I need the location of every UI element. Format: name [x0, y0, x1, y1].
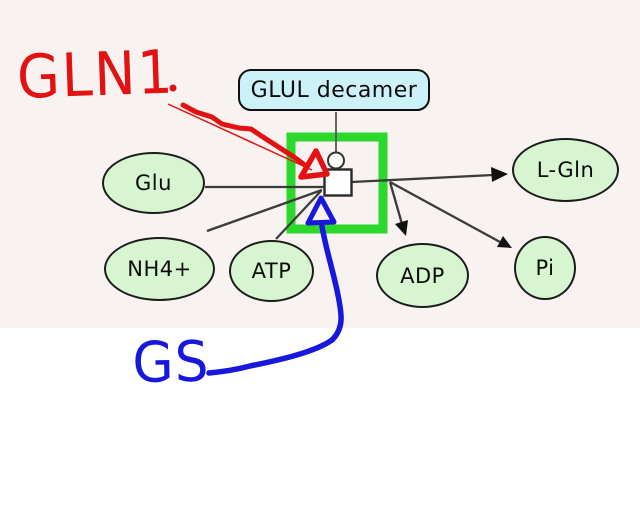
- node-nh4-label: NH4+: [127, 257, 192, 281]
- edge-reaction-to-lgln: [351, 173, 494, 184]
- blue-annotation-gs: GS: [131, 329, 210, 396]
- node-pi-label: Pi: [535, 256, 555, 280]
- arrowhead-lgln: [491, 167, 508, 182]
- node-lgln-label: L-Gln: [536, 158, 595, 182]
- node-atp-label: ATP: [251, 259, 292, 283]
- red-annotation-gln1: GLN1: [15, 37, 176, 113]
- edge-reaction-to-pi: [389, 180, 501, 244]
- red-arrowhead: [298, 148, 330, 180]
- edge-nh4-to-reaction: [206, 188, 323, 233]
- blue-arrow-stroke: [206, 223, 344, 376]
- node-glu-label: Glu: [135, 171, 172, 195]
- node-nh4[interactable]: NH4+: [104, 237, 215, 301]
- arrowhead-pi: [497, 236, 512, 248]
- node-glu[interactable]: Glu: [102, 152, 205, 214]
- node-pi[interactable]: Pi: [514, 236, 576, 300]
- red-arrow-thin-stroke: [167, 103, 313, 171]
- edge-reaction-to-adp: [388, 181, 404, 225]
- catalysis-circle: [327, 151, 345, 170]
- arrowhead-adp: [395, 220, 408, 236]
- green-highlight-box: [286, 132, 388, 234]
- node-adp[interactable]: ADP: [376, 243, 469, 308]
- red-dot: [169, 84, 177, 92]
- blue-arrowhead: [305, 195, 337, 226]
- node-lgln[interactable]: L-Gln: [512, 138, 619, 202]
- node-adp-label: ADP: [400, 263, 445, 288]
- node-glul-decamer[interactable]: GLUL decamer: [238, 69, 430, 111]
- red-arrow-stroke: [180, 102, 309, 169]
- node-atp[interactable]: ATP: [229, 240, 314, 302]
- edge-atp-to-reaction: [275, 190, 322, 240]
- node-glul-decamer-label: GLUL decamer: [250, 77, 418, 103]
